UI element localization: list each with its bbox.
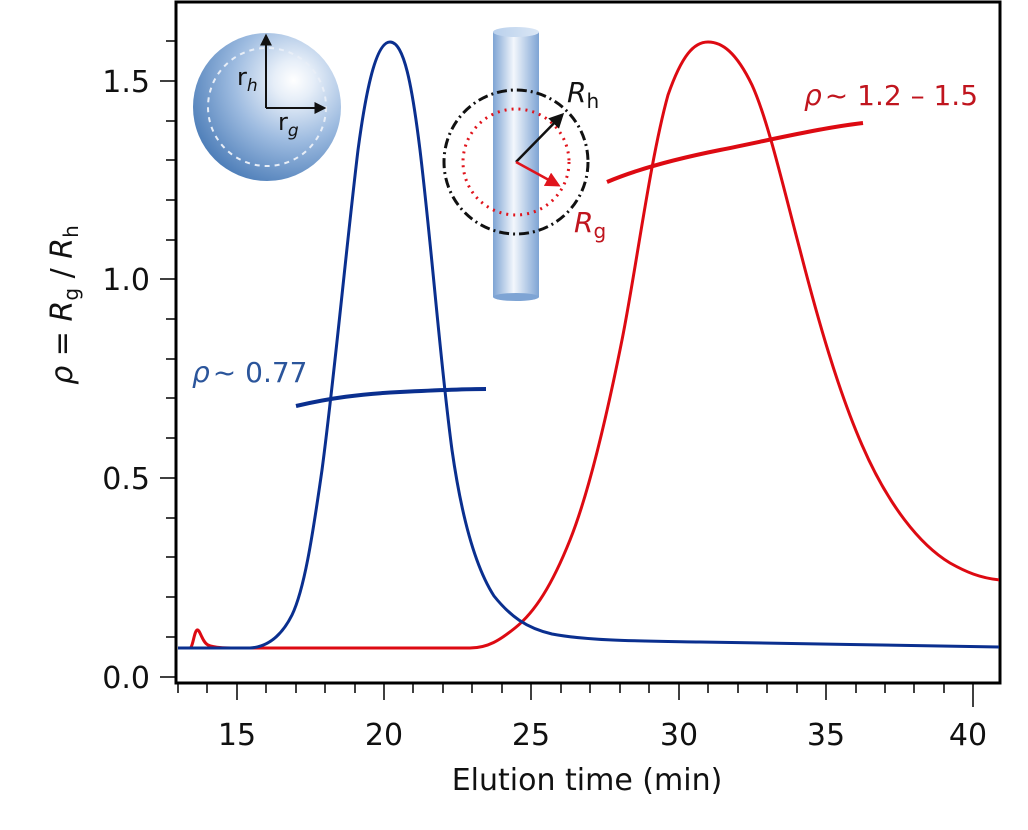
y-tick-label: 1.0 bbox=[102, 263, 150, 298]
rh-dashdot-circle bbox=[442, 88, 590, 236]
Rh-label: Rh bbox=[567, 76, 599, 113]
x-tick-label: 35 bbox=[807, 718, 845, 753]
y-tick-label: 0.0 bbox=[102, 661, 150, 696]
Rh-arrow-icon bbox=[515, 112, 565, 163]
y-tick-label: 1.5 bbox=[102, 65, 150, 100]
rh-label: rh bbox=[237, 63, 258, 96]
svg-text:ρ = Rg / Rh: ρ = Rg / Rh bbox=[45, 225, 83, 385]
y-axis-ticks bbox=[160, 40, 176, 678]
blue-rho-trace bbox=[295, 387, 487, 408]
Rg-arrow-icon bbox=[515, 160, 561, 187]
x-tick-label: 15 bbox=[218, 718, 256, 753]
x-axis-labels: 15 20 25 30 35 40 bbox=[218, 718, 987, 753]
rod-icon bbox=[493, 32, 539, 297]
plot-frame bbox=[174, 0, 1002, 685]
rod-top-cap bbox=[493, 27, 539, 37]
sphere-inset: rh rg bbox=[193, 33, 341, 181]
rod-bottom-cap bbox=[493, 293, 539, 301]
x-axis-ticks bbox=[177, 683, 974, 707]
red-rho-trace bbox=[606, 121, 864, 184]
x-tick-label: 20 bbox=[365, 718, 403, 753]
x-tick-label: 40 bbox=[949, 718, 987, 753]
y-axis-labels: 0.0 0.5 1.0 1.5 bbox=[102, 65, 150, 696]
x-tick-label: 25 bbox=[512, 718, 550, 753]
y-tick-label: 0.5 bbox=[102, 462, 150, 497]
Rg-label: Rg bbox=[574, 206, 606, 243]
rod-inset: Rh Rg bbox=[442, 27, 606, 301]
red-rho-annotation: ρ~ 1.2 – 1.5 bbox=[804, 79, 978, 112]
x-axis-title: Elution time (min) bbox=[452, 763, 723, 798]
y-axis-title: ρ = Rg / Rh bbox=[45, 225, 83, 385]
blue-rho-annotation: ρ~ 0.77 bbox=[192, 356, 308, 389]
x-tick-label: 30 bbox=[660, 718, 698, 753]
rg-label: rg bbox=[278, 108, 299, 141]
blue-elution-curve bbox=[178, 40, 999, 650]
rg-dotted-circle bbox=[461, 107, 571, 217]
